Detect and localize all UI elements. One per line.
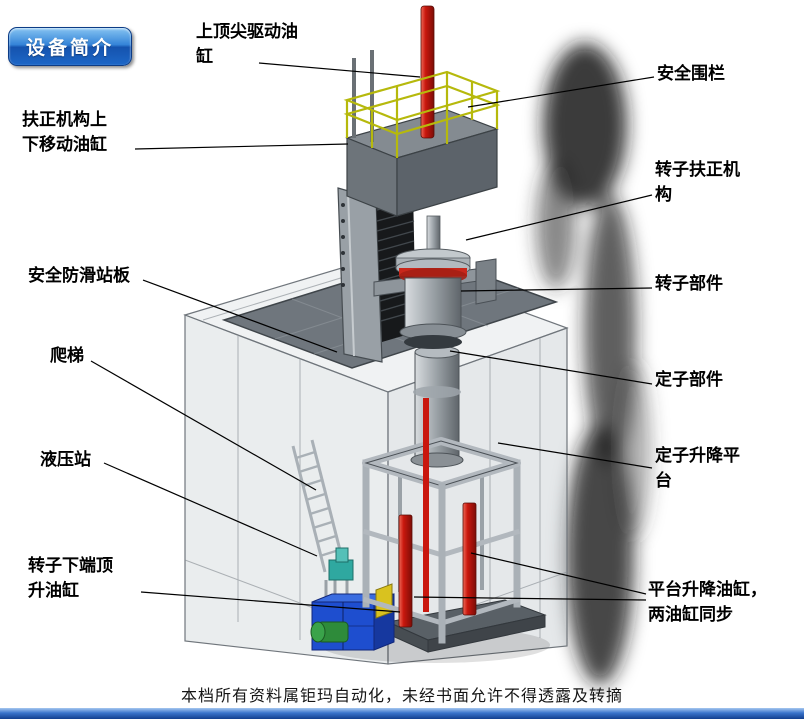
leader-line	[465, 194, 653, 241]
label-stator-component: 定子部件	[655, 370, 723, 390]
label-rotor-centering: 转子扶正机 构	[655, 160, 740, 205]
leader-lines	[90, 62, 655, 613]
label-ladder: 爬梯	[50, 346, 84, 366]
leader-line	[103, 462, 318, 557]
leader-line	[140, 591, 401, 613]
label-stator-lift-platform: 定子升降平 台	[655, 446, 740, 491]
label-safety-fence: 安全围栏	[657, 64, 725, 84]
title-badge[interactable]: 设备简介	[8, 27, 133, 66]
top-red-cylinder	[420, 5, 435, 139]
rotor-jack-rod	[423, 398, 429, 612]
label-platform-lift-cylinders: 平台升降油缸， 两油缸同步	[648, 580, 767, 625]
leader-line	[460, 287, 653, 292]
left-lift-cylinder	[398, 514, 413, 628]
lift-cylinders	[398, 398, 477, 628]
leader-line	[497, 442, 653, 469]
leader-line	[258, 62, 421, 78]
base-plates	[386, 599, 547, 653]
smoke-shadow	[536, 43, 651, 685]
label-top-drive-cylinder: 上顶尖驱动油 缸	[196, 22, 298, 67]
footer-disclaimer: 本档所有资料属钜玛自动化，未经书面允许不得透露及转摘	[180, 686, 623, 705]
rotor-body	[404, 277, 462, 333]
label-anti-slip-platform: 安全防滑站板	[28, 266, 130, 286]
leader-line	[134, 143, 349, 150]
leader-line	[470, 552, 647, 595]
leader-line	[90, 360, 317, 491]
leader-line	[449, 350, 653, 385]
leader-line	[142, 279, 338, 353]
hydraulic-station	[310, 547, 395, 651]
rotor-assembly	[395, 215, 471, 349]
right-lift-cylinder	[462, 502, 477, 616]
safety-fence	[343, 70, 501, 158]
label-centering-lift-cylinder: 扶正机构上 下移动油缸	[22, 110, 107, 155]
label-hydraulic-station: 液压站	[40, 450, 91, 470]
label-rotor-bottom-jack: 转子下端顶 升油缸	[28, 556, 113, 601]
footer-bar	[0, 708, 804, 719]
leader-line	[413, 596, 647, 601]
leader-line	[467, 76, 655, 108]
ladder	[291, 439, 346, 573]
label-rotor-component: 转子部件	[655, 274, 723, 294]
